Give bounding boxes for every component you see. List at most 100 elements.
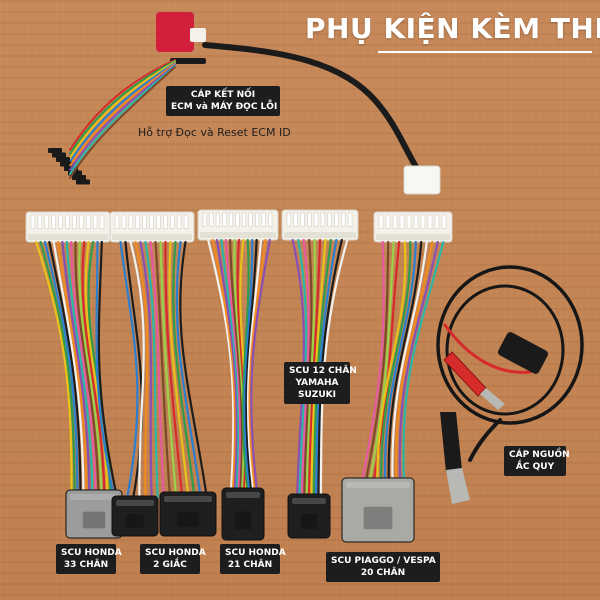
connector-harness-4-pin (320, 212, 326, 227)
harness-5-wire (383, 240, 417, 484)
harness-4-wire (310, 238, 327, 498)
connector-harness-1-pin (79, 214, 84, 229)
harness-2-wire (179, 240, 209, 500)
harness-2-wire (164, 240, 184, 500)
harness-3-wire (224, 238, 242, 494)
harness-2-wire (134, 240, 149, 500)
ecm-fan-wire (69, 59, 176, 151)
harness-2-wire (159, 240, 178, 500)
label-scu-piaggo-line1: SCU PIAGGO / VESPA (331, 556, 436, 566)
connector-harness-4-pin (347, 212, 353, 227)
harness-4-wire (317, 238, 343, 498)
plug-piaggo-vespa (341, 477, 415, 543)
harness-3-wire (211, 238, 237, 494)
harness-1-wire (78, 240, 103, 497)
ecm-fan-wire (69, 64, 176, 171)
harness-1-wire (74, 240, 100, 497)
connector-harness-5-pin (434, 214, 440, 229)
harness-1-wire (48, 240, 82, 497)
connector-harness-2-pin (121, 214, 127, 229)
harness-4 (291, 238, 349, 498)
harness-1-wire (35, 240, 73, 497)
harness-1-wire (95, 240, 115, 497)
label-scu-12-line3: SUZUKI (298, 390, 336, 400)
connector-harness-4-pin (341, 212, 346, 227)
ecm-pin-lead (76, 179, 90, 185)
label-scu-honda-21-line1: SCU HONDA (225, 548, 286, 558)
connector-harness-1-pin (37, 214, 43, 229)
label-power-cable: CÁP NGUỒN ẮC QUY (504, 446, 570, 476)
label-scu-12-line1: SCU 12 CHÂN (289, 366, 357, 376)
connector-harness-1-rim (28, 234, 108, 240)
connector-harness-2-pin (128, 214, 134, 229)
harness-5-wire (372, 240, 401, 484)
harness-1-wire (56, 240, 88, 497)
harness-2-wire (139, 240, 153, 500)
label-scu-12-yamaha-suzuki: SCU 12 CHÂN YAMAHA SUZUKI (284, 362, 357, 404)
label-scu-honda-21: SCU HONDA 21 CHÂN (220, 544, 286, 574)
plug-scu-12 (287, 493, 331, 539)
ecm-pin-lead (52, 152, 66, 158)
plug-honda-33-socket (82, 511, 106, 529)
ecm-fan-wire (69, 65, 176, 175)
connector-harness-3-pin (222, 212, 227, 227)
harness-3-wire (245, 238, 258, 494)
ecm-white-connector (403, 165, 441, 195)
connector-harness-3-pin (261, 212, 266, 227)
harness-1-wire (61, 240, 91, 497)
connector-harness-4-pin (307, 212, 312, 227)
harness-2-wire (129, 240, 145, 500)
harness-1-wire (81, 240, 106, 497)
connector-harness-3-rim (200, 232, 276, 238)
plug-honda-2-giac-b-body (159, 491, 217, 537)
plug-honda-21 (221, 487, 265, 541)
harness-5-wire (376, 240, 407, 484)
harness-2-wire (175, 240, 202, 500)
connector-harness-1-pin (99, 214, 105, 229)
connector-harness-2 (109, 211, 195, 243)
harness-5-wire (360, 240, 385, 484)
ecm-main-cable (202, 42, 421, 173)
harness-4-wire (297, 238, 308, 498)
connector-harness-1-pin (58, 214, 63, 229)
black-alligator-clip (440, 412, 462, 472)
harness-1 (35, 240, 118, 497)
connector-harness-1-pin (92, 214, 98, 229)
plug-piaggo-vespa-body (341, 477, 415, 543)
red-clip-jaw (480, 388, 505, 410)
connector-harness-3 (197, 209, 279, 241)
ecm-fan-wire (69, 63, 176, 167)
connector-harness-1-pin (65, 214, 70, 229)
connector-harness-5-pin (427, 214, 433, 229)
plug-honda-21-body (221, 487, 265, 541)
ecm-fan-wire (69, 61, 176, 159)
connector-harness-4-pin (300, 212, 305, 227)
ecm-fan-wire (69, 66, 176, 179)
harness-3-wire (242, 238, 250, 494)
harness-2-wire (168, 240, 190, 500)
harness-2-wire (119, 240, 139, 500)
harness-5-wire (402, 240, 445, 484)
plug-honda-2-giac-b-latch (164, 496, 212, 502)
harness-4-wire (300, 238, 310, 498)
harness-3-wire (248, 238, 267, 494)
label-scu-honda-33: SCU HONDA 33 CHÂN (56, 544, 122, 574)
plug-honda-2-giac-b (159, 491, 217, 537)
harness-4-wire (312, 238, 333, 498)
harness-1-wire (97, 240, 118, 497)
ecm-pin-lead (72, 175, 86, 180)
ecm-id-note: Hỗ trợ Đọc và Reset ECM ID (138, 126, 291, 139)
plug-honda-21-latch (226, 492, 260, 498)
label-scu-honda-33-line2: 33 CHÂN (63, 560, 109, 570)
plug-honda-2-giac-a-latch (116, 500, 154, 506)
label-scu-honda-2-giac: SCU HONDA 2 GIẮC (140, 544, 206, 574)
connector-harness-2-pin (135, 214, 140, 229)
harness-4-wire (291, 238, 305, 498)
harness-2-wire (154, 240, 172, 500)
harness-3-wire (220, 238, 240, 494)
harness-3-wire (215, 238, 238, 494)
connector-harness-5-pin (406, 214, 412, 229)
label-scu-12-line2: YAMAHA (295, 378, 339, 388)
ecm-fan-wire (69, 62, 176, 163)
